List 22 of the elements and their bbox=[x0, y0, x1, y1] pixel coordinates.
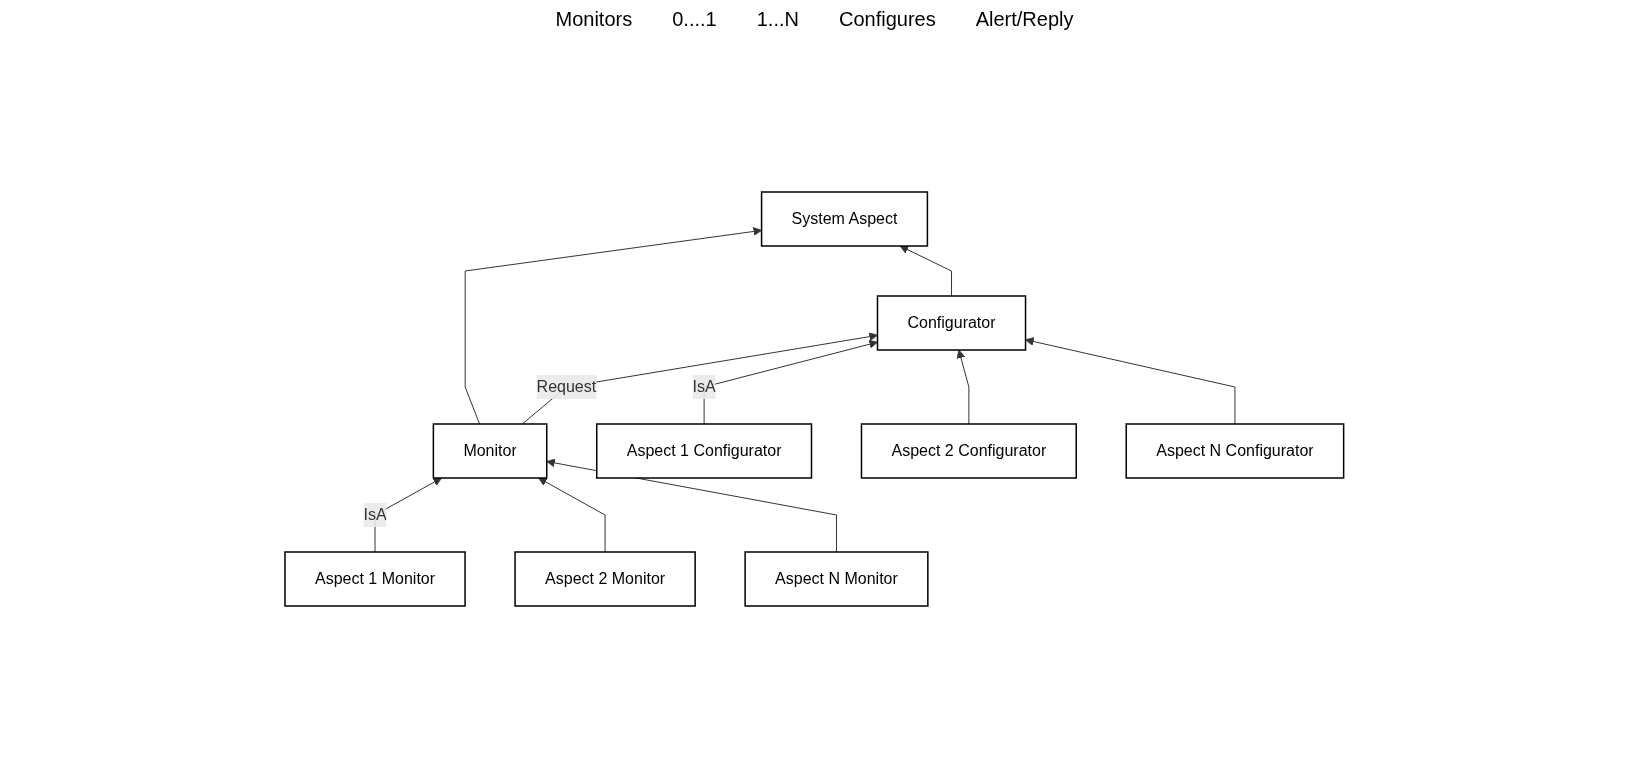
node-box: Aspect 2 Configurator bbox=[860, 423, 1078, 479]
node-box: Aspect N Configurator bbox=[1125, 423, 1345, 479]
note-text: Configures bbox=[838, 8, 936, 31]
node-box: Aspect 2 Monitor bbox=[514, 551, 697, 607]
node-box: Aspect N Monitor bbox=[744, 551, 929, 607]
note-text: Alert/Reply bbox=[975, 8, 1074, 31]
node-box: System Aspect bbox=[761, 191, 929, 247]
node-box: Monitor bbox=[432, 423, 548, 479]
arrow bbox=[899, 245, 953, 297]
node-box: Configurator bbox=[876, 295, 1027, 351]
note-text: 0....1 bbox=[672, 8, 717, 31]
arrow bbox=[956, 349, 970, 425]
edge-label: Request bbox=[536, 378, 597, 395]
note-text: Monitors bbox=[555, 8, 633, 31]
note-text: 1...N bbox=[756, 8, 799, 31]
edge-label: IsA bbox=[363, 506, 387, 523]
node-box: Aspect 1 Configurator bbox=[596, 423, 813, 479]
arrow bbox=[1025, 337, 1236, 425]
arrow bbox=[374, 477, 443, 553]
edge-label: IsA bbox=[692, 378, 716, 395]
node-box: Aspect 1 Monitor bbox=[284, 551, 466, 607]
arrow bbox=[538, 477, 606, 553]
